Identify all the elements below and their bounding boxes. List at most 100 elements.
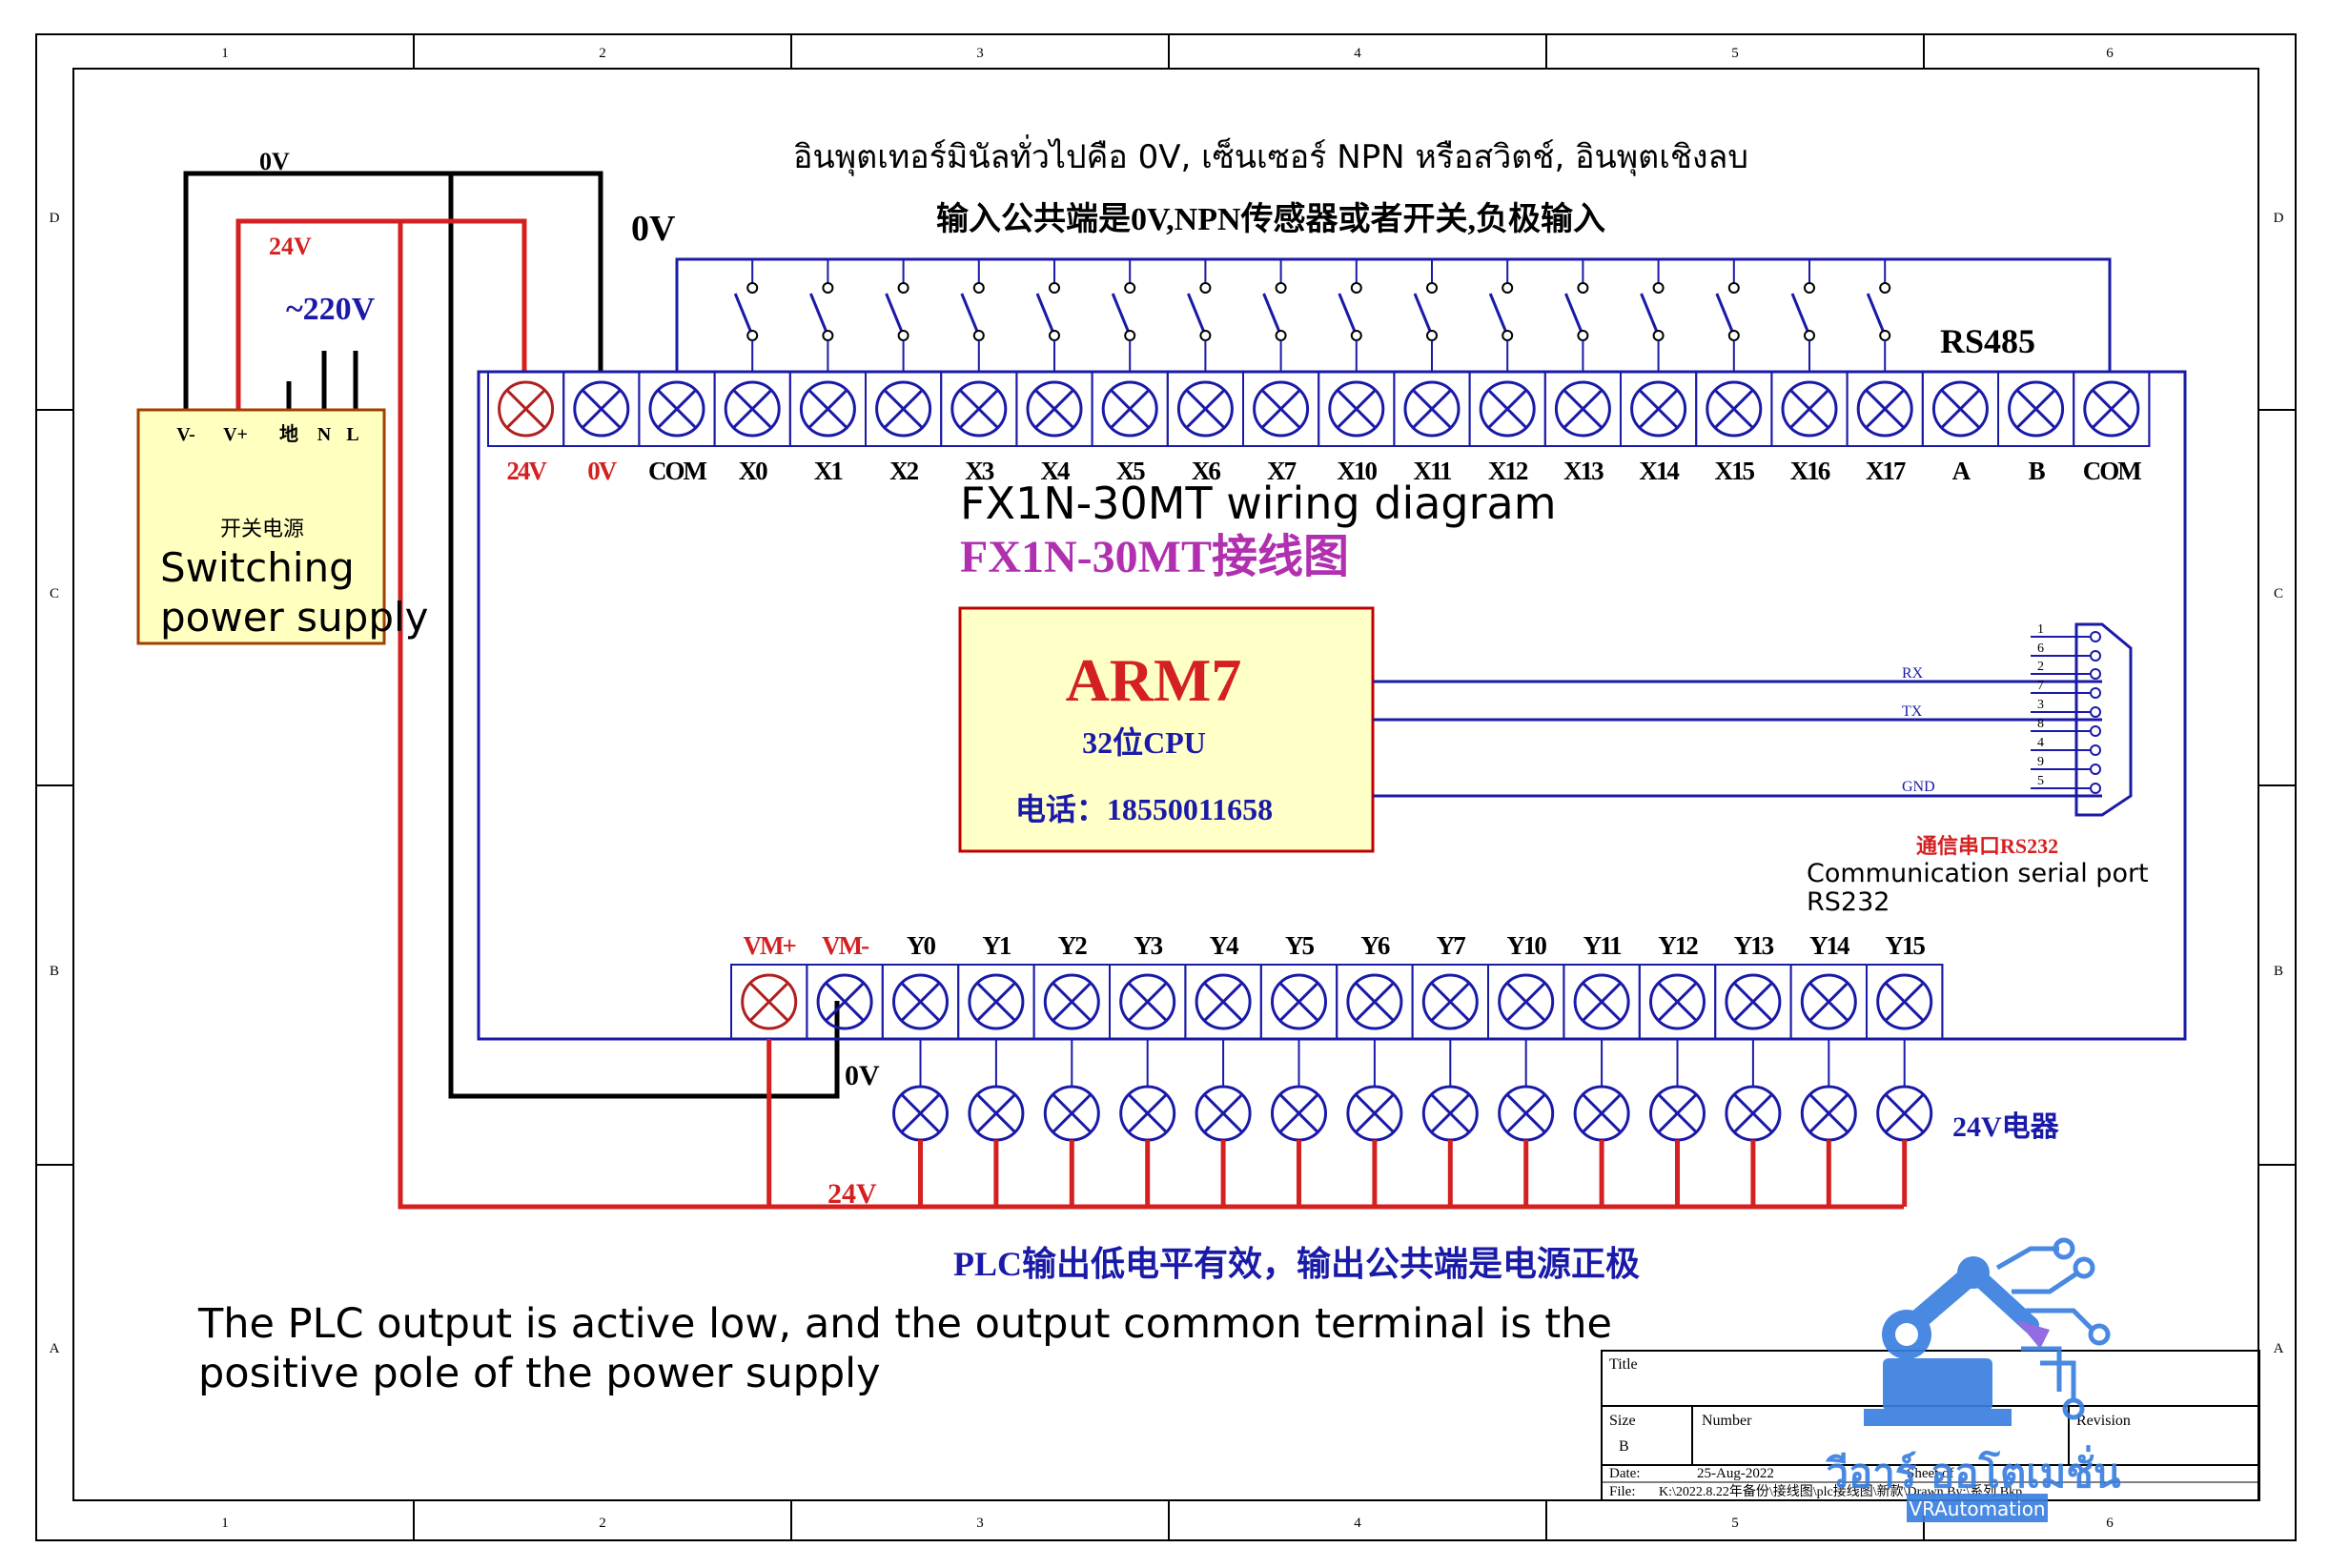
input-terminal-screw [1554,380,1611,438]
output-terminal-label: Y6 [1360,931,1389,960]
terminal-cross [1506,982,1546,1022]
load-lamp [1573,1085,1630,1142]
title-block-size-value: B [1619,1438,1629,1455]
terminal-cross [732,389,772,429]
switch-contact [1879,282,1891,294]
zh-output-note: PLC输出低电平有效，输出公共端是电源正极 [953,1245,1640,1283]
switch-contact [1426,282,1438,294]
switch-contact [972,330,985,341]
input-terminal-screw [875,380,932,438]
db9-pin-hole [2090,783,2101,794]
load-lamp [1649,1085,1706,1142]
switch-contact [1727,330,1740,341]
title-block-size-label: Size [1609,1413,1636,1429]
input-terminal-label: B [2029,457,2046,485]
output-terminal-screw [968,973,1025,1030]
load-lamp [1271,1085,1327,1142]
input-terminal-screw [1253,380,1310,438]
input-terminal-label: X7 [1267,457,1296,485]
zone-column-bottom: 3 [976,1516,984,1531]
terminal-ring [498,380,555,438]
terminal-ring [1725,973,1782,1030]
serial-label-en-line2: RS232 [1807,887,1890,917]
terminal-cross [1337,389,1377,429]
input-terminal-label: COM [648,457,707,485]
input-terminal-label: COM [2083,457,2142,485]
input-terminal-cell [2073,371,2151,447]
terminal-ring [1856,380,1913,438]
terminal-cross [2092,389,2132,429]
switch-blade [1187,293,1207,336]
terminal-ring [1101,380,1158,438]
terminal-cross [1412,389,1452,429]
terminal-cross [1185,389,1226,429]
terminal-cross [1865,389,1905,429]
db9-pin-hole [2090,706,2101,718]
serial-label-en-line1: Communication serial port [1807,859,2149,888]
terminal-cross [1638,389,1679,429]
terminal-cross [1563,389,1604,429]
outer-frame [35,33,2297,1541]
terminal-cross [749,982,789,1022]
switch-contact [1804,282,1815,294]
output-terminal-screw [1649,973,1706,1030]
terminal-ring [724,380,781,438]
terminal-cross [1203,1093,1243,1133]
switch-blade [1790,293,1811,336]
terminal-ring [1706,380,1763,438]
zone-column-bottom: 4 [1354,1516,1361,1531]
switch-contact [1049,282,1060,294]
switch-contact [1124,282,1136,294]
input-terminal-screw [1328,380,1385,438]
terminal-ring [1328,380,1385,438]
terminal-cross [825,982,865,1022]
switch-contact [1879,330,1891,341]
zone-column-bottom: 6 [2106,1516,2114,1531]
db9-pin-number: 8 [2037,717,2044,731]
switch-contact [1275,282,1287,294]
input-terminal-screw [1026,380,1083,438]
db9-pin-number: 3 [2037,698,2044,712]
title-en: FX1N-30MT wiring diagram [960,478,1557,529]
switch-contact [1804,330,1815,341]
terminal-cross [1808,1093,1849,1133]
terminal-cross [1052,982,1092,1022]
terminal-ring [892,973,949,1030]
terminal-cross [1355,1093,1395,1133]
switch-contact [1652,282,1665,294]
zone-column-bottom: 2 [599,1516,606,1531]
output-24v-label: 24V [827,1178,877,1210]
input-terminal-label: X17 [1866,457,1906,485]
zh-input-note: 输入公共端是0V,NPN传感器或者开关,负极输入 [936,201,1605,237]
input-common-bus [675,257,2112,372]
output-terminal-label: Y13 [1734,931,1774,960]
output-terminal-screw [1119,973,1176,1030]
output-terminal-screw [1800,973,1857,1030]
output-0v-label: 0V [845,1060,880,1091]
psu-terminal-label: L [346,424,358,445]
serial-signal-gnd: GND [1902,779,1935,795]
switch-blade [1866,293,1887,336]
terminal-cross [1885,1093,1925,1133]
terminal-cross [1940,389,1981,429]
terminal-ring [1573,973,1630,1030]
switch-contact [1426,330,1438,341]
load-lamp [1346,1085,1403,1142]
title-block-number-label: Number [1702,1413,1752,1429]
output-terminal-label: Y15 [1885,931,1925,960]
input-terminal-label: X10 [1338,457,1378,485]
load-label: 24V电器 [1952,1111,2060,1143]
zone-row-right: B [2274,964,2283,979]
db9-pin-hole [2090,687,2101,699]
psu-wire-24v-label: 24V [269,233,312,260]
output-terminal-label: Y10 [1506,931,1546,960]
input-terminal-label: 0V [587,457,618,485]
output-terminal-label: Y1 [982,931,1011,960]
zone-row-left: B [50,964,59,979]
output-terminal-label: Y4 [1210,931,1238,960]
terminal-cross [1789,389,1829,429]
switch-contact [972,282,985,294]
